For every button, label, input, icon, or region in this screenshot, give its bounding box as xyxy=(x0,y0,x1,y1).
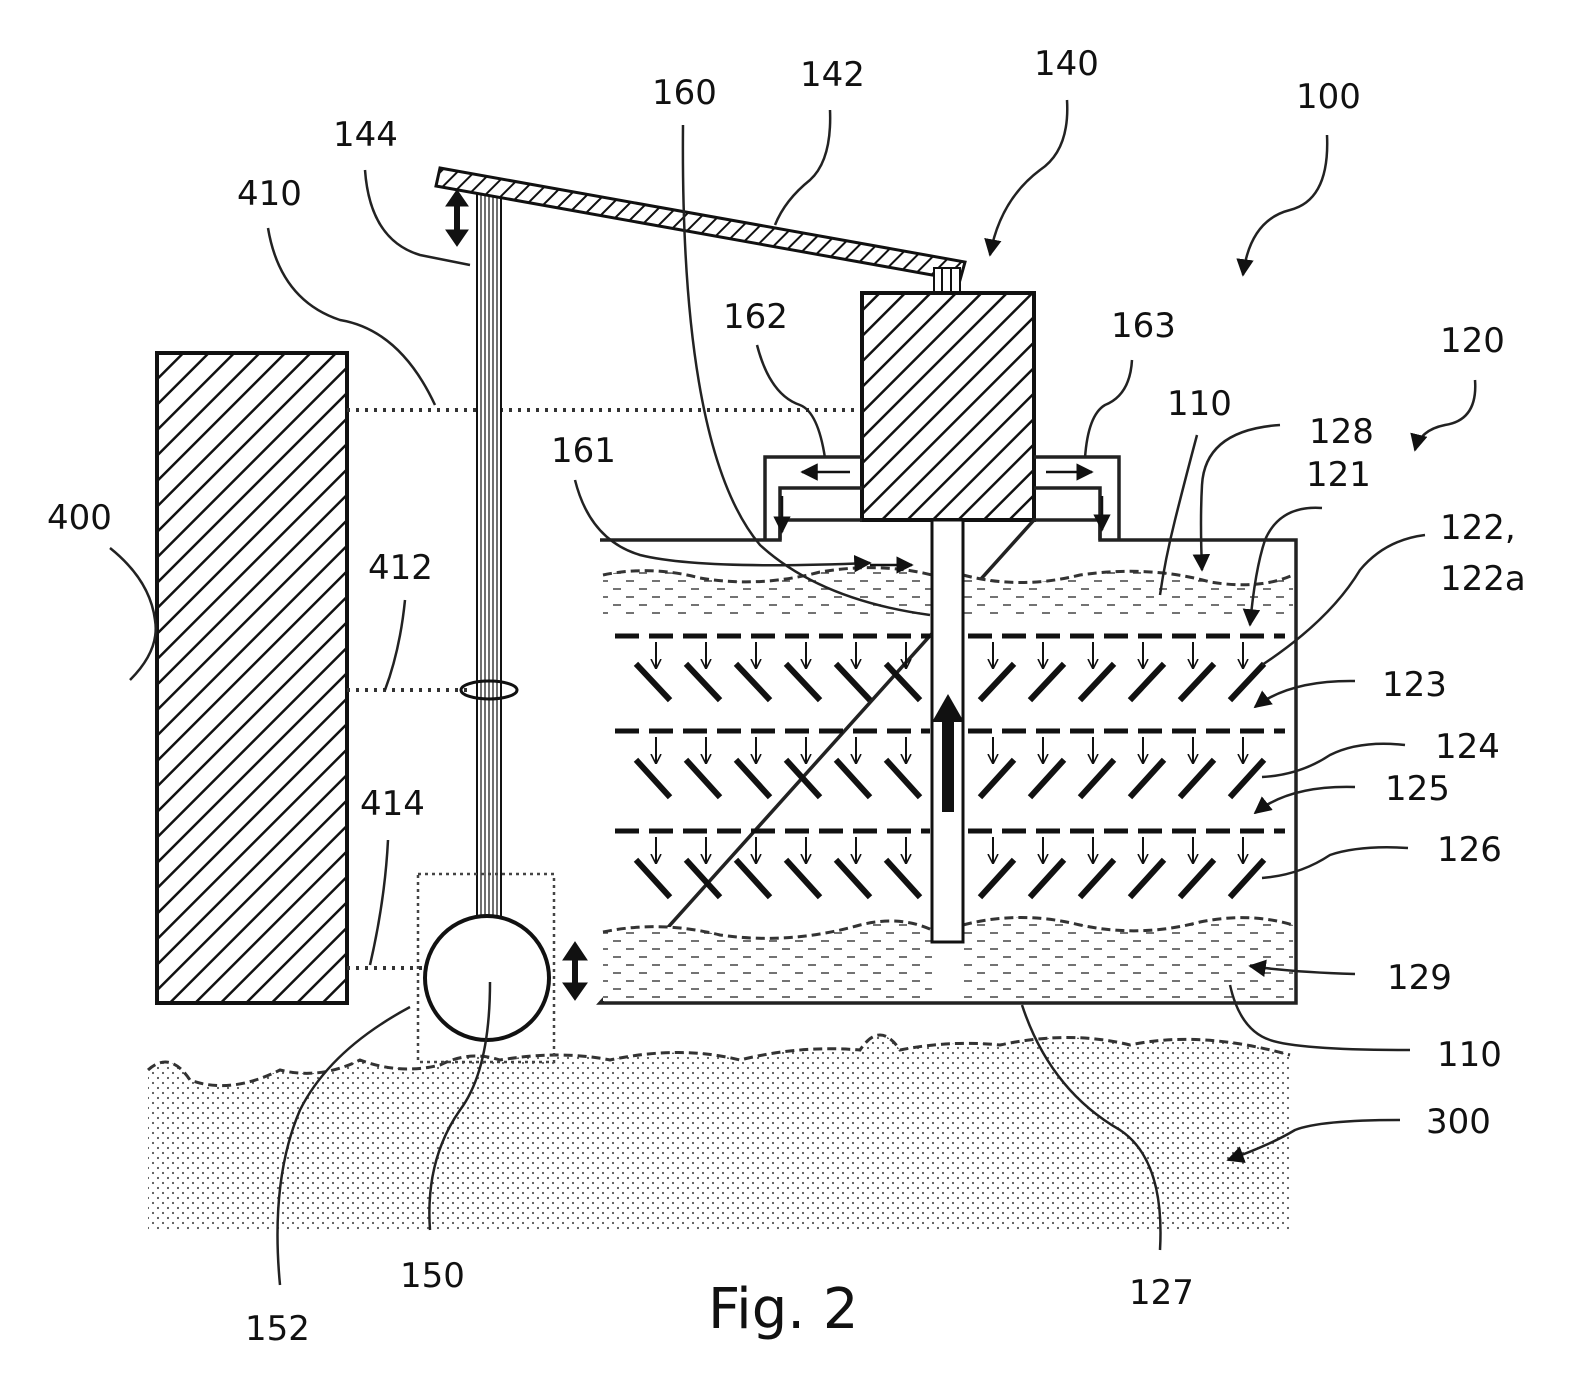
label-410: 410 xyxy=(237,174,302,214)
wall-400 xyxy=(157,353,347,1003)
beam-142 xyxy=(436,168,965,280)
label-124: 124 xyxy=(1435,727,1500,767)
label-122: 122, xyxy=(1440,508,1516,548)
label-163: 163 xyxy=(1111,306,1176,346)
label-412: 412 xyxy=(368,548,433,588)
ground-region xyxy=(148,1035,1290,1230)
pump-140 xyxy=(862,293,1034,520)
label-400: 400 xyxy=(47,498,112,538)
label-144: 144 xyxy=(333,115,398,155)
label-110-bottom: 110 xyxy=(1437,1035,1502,1075)
label-128: 128 xyxy=(1309,412,1374,452)
label-140: 140 xyxy=(1034,44,1099,84)
beam-connector xyxy=(934,268,960,294)
label-121: 121 xyxy=(1306,455,1371,495)
label-122a: 122a xyxy=(1440,559,1526,599)
label-161: 161 xyxy=(551,431,616,471)
double-arrow-float xyxy=(563,942,587,1000)
label-414: 414 xyxy=(360,784,425,824)
float-150 xyxy=(425,916,549,1040)
figure-caption: Fig. 2 xyxy=(708,1277,858,1342)
label-300: 300 xyxy=(1426,1102,1491,1142)
label-110-top: 110 xyxy=(1167,384,1232,424)
label-100: 100 xyxy=(1296,77,1361,117)
label-162: 162 xyxy=(723,297,788,337)
label-125: 125 xyxy=(1385,769,1450,809)
label-123: 123 xyxy=(1382,665,1447,705)
label-126: 126 xyxy=(1437,830,1502,870)
label-150: 150 xyxy=(400,1256,465,1296)
label-142: 142 xyxy=(800,55,865,95)
label-152: 152 xyxy=(245,1309,310,1349)
label-120: 120 xyxy=(1440,321,1505,361)
label-129: 129 xyxy=(1387,958,1452,998)
label-127: 127 xyxy=(1129,1273,1194,1313)
label-160: 160 xyxy=(652,73,717,113)
double-arrow-rod xyxy=(446,190,468,246)
